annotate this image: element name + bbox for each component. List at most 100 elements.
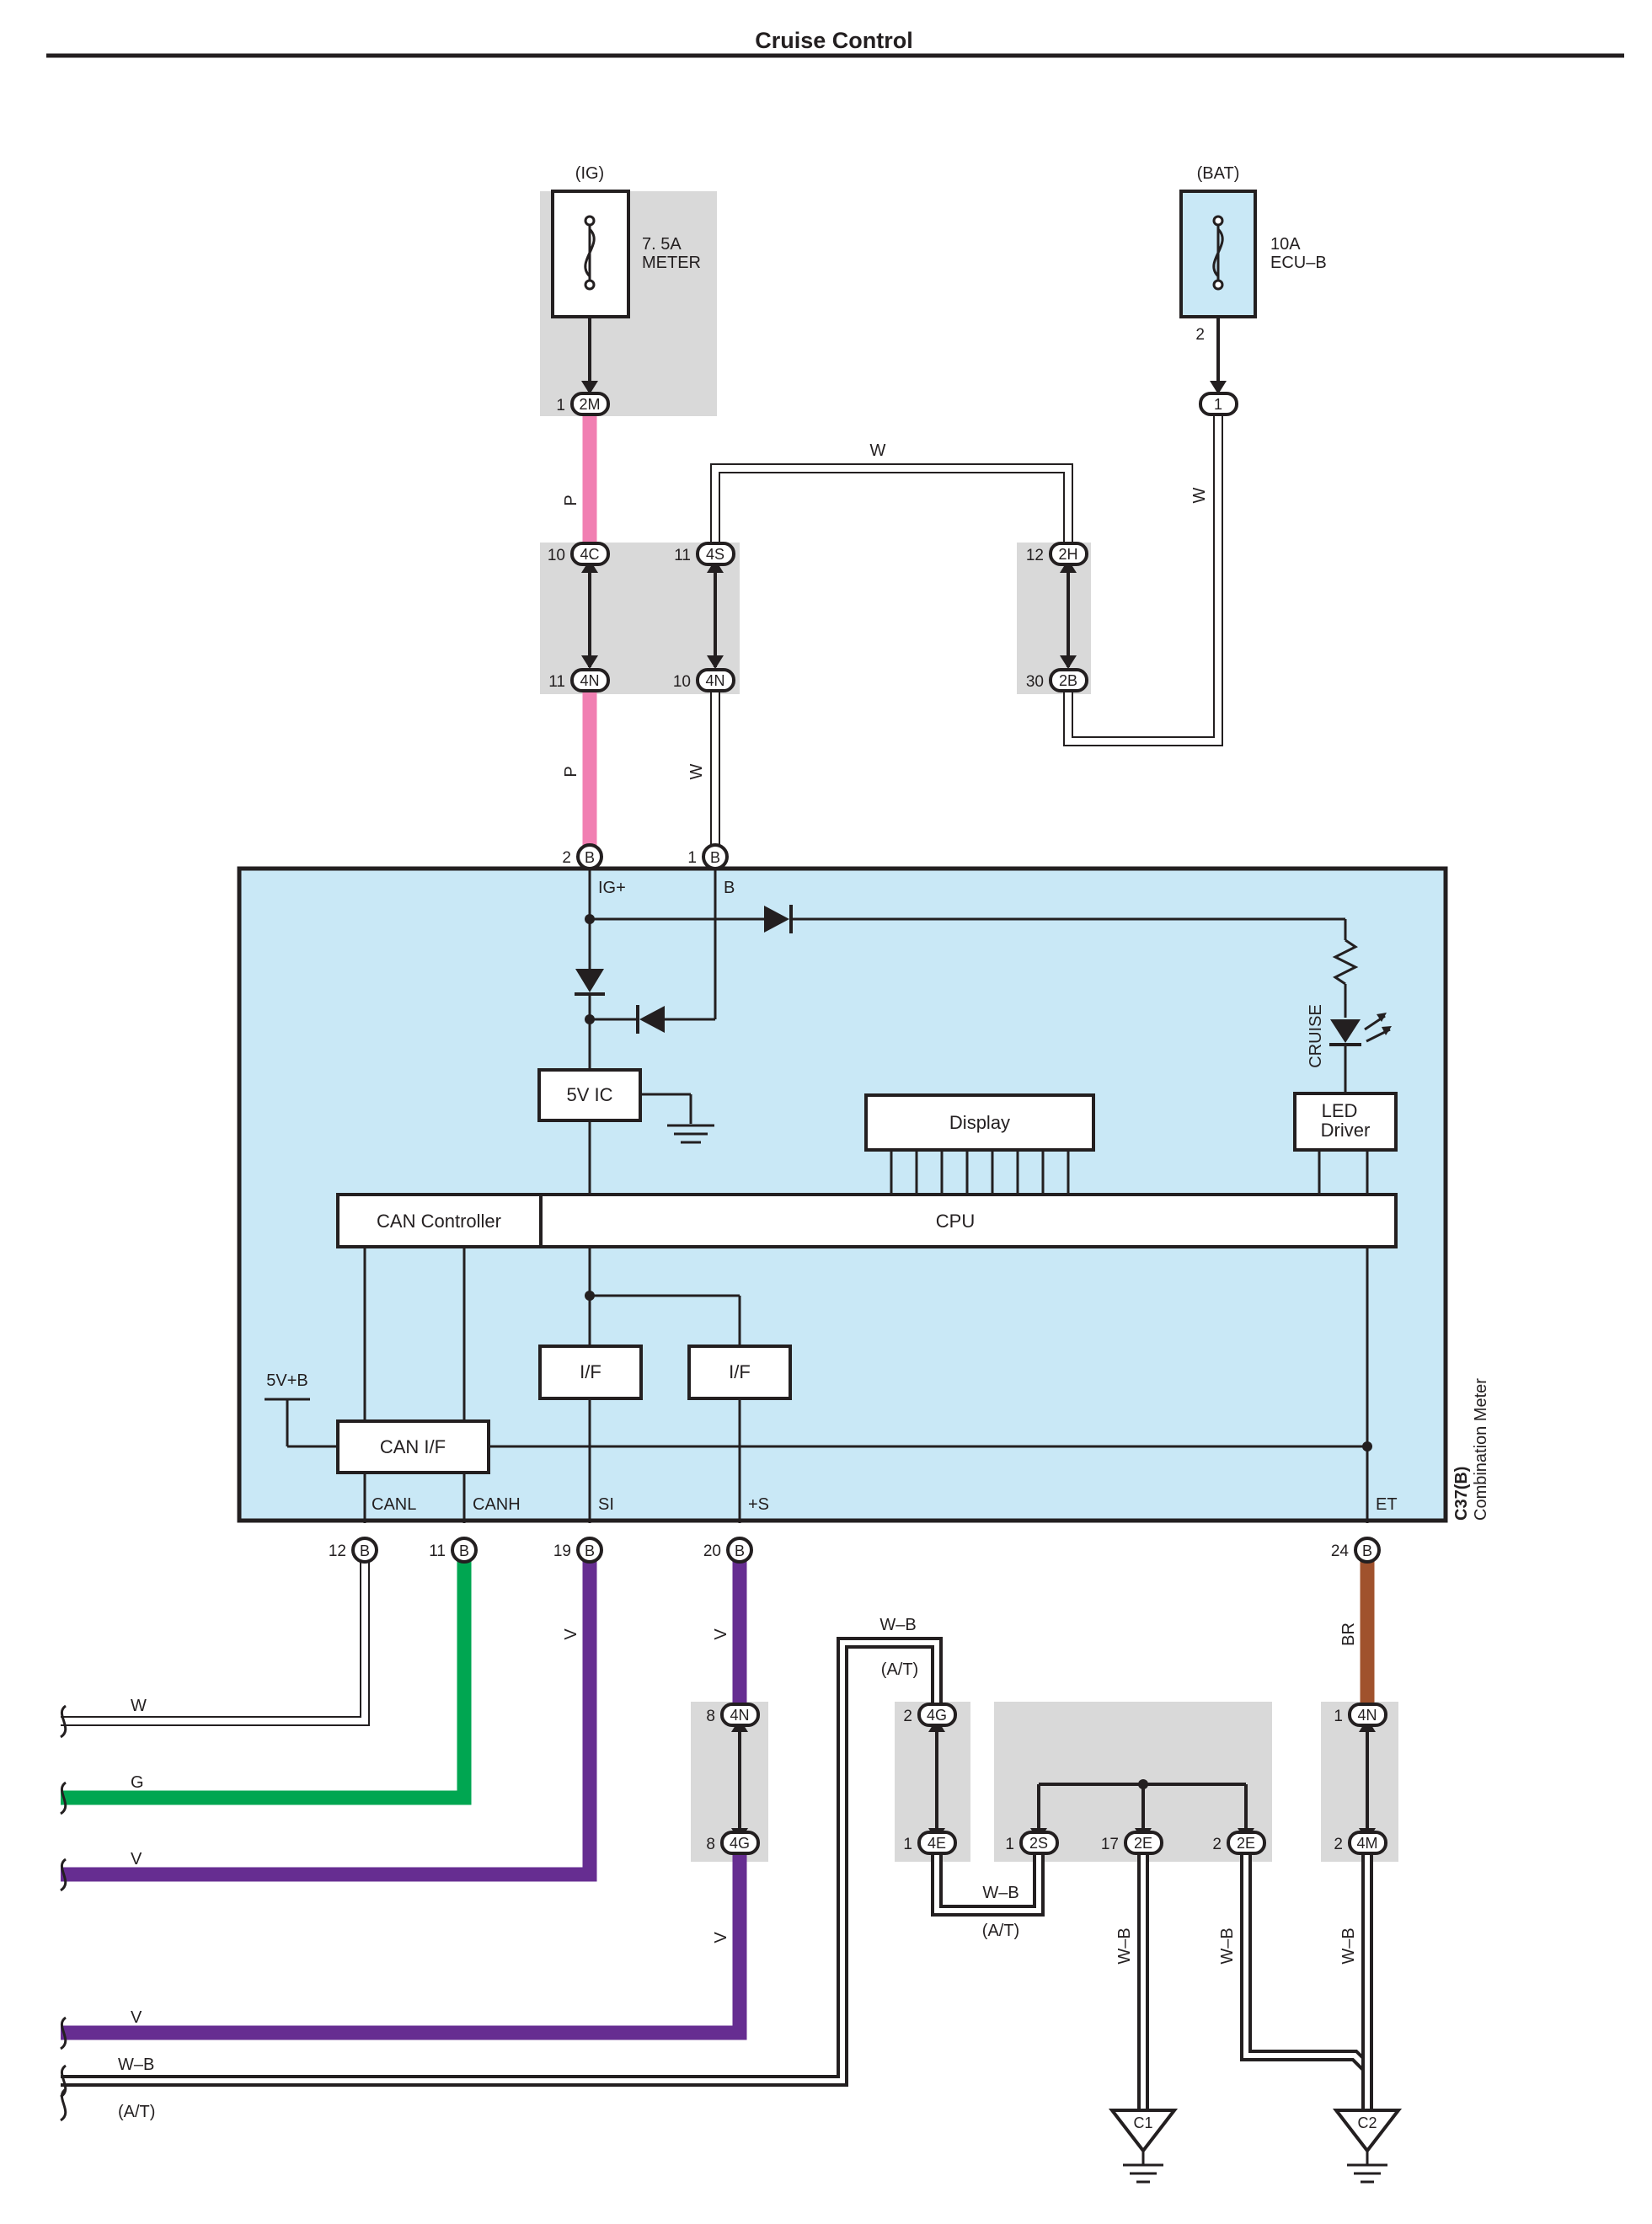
splice-dot bbox=[1138, 1779, 1148, 1789]
meter-pin-et: ET bbox=[1376, 1495, 1398, 1514]
connector-b-b: B bbox=[702, 843, 729, 870]
pin-4s: 11 bbox=[674, 547, 691, 564]
svg-text:4N: 4N bbox=[730, 1707, 749, 1724]
label-wire-w-meter: W bbox=[687, 763, 706, 779]
connector-4e: 4E bbox=[917, 1831, 957, 1855]
pin-2b: 30 bbox=[1026, 673, 1044, 691]
connector-4n-w: 4N bbox=[696, 668, 735, 692]
fuse-bat-pin: 2 bbox=[1195, 326, 1205, 344]
fuse-ig-rating: 7. 5A bbox=[642, 235, 682, 254]
pin-4n-br: 1 bbox=[1334, 1708, 1343, 1725]
svg-text:B: B bbox=[1362, 1542, 1372, 1559]
meter-internal-wiring bbox=[265, 868, 1369, 1523]
connector-2h: 2H bbox=[1049, 542, 1088, 566]
svg-text:B: B bbox=[360, 1542, 370, 1559]
connector-2m: 2M bbox=[570, 392, 610, 416]
svg-text:2M: 2M bbox=[579, 396, 600, 413]
meter-pin-canl: CANL bbox=[372, 1495, 416, 1514]
label-cruise: CRUISE bbox=[1307, 1004, 1325, 1068]
pin-4e: 1 bbox=[903, 1836, 912, 1853]
block-if-s: I/F bbox=[687, 1345, 792, 1400]
pin-4c: 10 bbox=[548, 547, 565, 564]
wire-v-s-lower bbox=[61, 1853, 747, 2040]
wire-w-canl bbox=[61, 1542, 370, 1726]
svg-text:2E: 2E bbox=[1237, 1835, 1255, 1852]
page-title: Cruise Control bbox=[755, 28, 913, 53]
pin-4n-w: 10 bbox=[673, 673, 691, 691]
label-wire-wb-top: W–B bbox=[879, 1616, 916, 1634]
svg-text:B: B bbox=[585, 849, 595, 866]
svg-text:C1: C1 bbox=[1133, 2114, 1152, 2131]
svg-text:2H: 2H bbox=[1058, 546, 1077, 563]
fuse-bat-rating: 10A bbox=[1270, 235, 1301, 254]
label-wire-w-top: W bbox=[870, 441, 886, 460]
svg-text:4G: 4G bbox=[927, 1707, 947, 1724]
pin-b-canh: 11 bbox=[429, 1542, 446, 1560]
label-wire-at-top: (A/T) bbox=[881, 1660, 918, 1679]
svg-text:2E: 2E bbox=[1134, 1835, 1152, 1852]
block-5v-ic: 5V IC bbox=[537, 1068, 642, 1122]
fuse-ig-header: (IG) bbox=[575, 164, 604, 183]
label-wire-wb-c2a: W–B bbox=[1218, 1927, 1237, 1964]
svg-text:C2: C2 bbox=[1357, 2114, 1377, 2131]
label-wire-at-mid: (A/T) bbox=[982, 1922, 1019, 1940]
block-cpu: CPU bbox=[539, 1193, 1398, 1248]
svg-text:4N: 4N bbox=[705, 672, 724, 689]
pin-4n-p: 11 bbox=[548, 673, 565, 691]
connector-b-canl: B bbox=[351, 1537, 378, 1564]
wire-v-si bbox=[61, 1542, 597, 1882]
fuse-meter bbox=[551, 190, 630, 318]
cruise-led bbox=[1329, 1013, 1392, 1046]
pin-2s: 1 bbox=[1005, 1836, 1014, 1853]
connector-2b: 2B bbox=[1049, 668, 1088, 692]
pin-2e-2: 2 bbox=[1212, 1836, 1222, 1853]
diode-b-left bbox=[636, 1005, 665, 1034]
fuse-bat-header: (BAT) bbox=[1197, 164, 1240, 183]
label-left-v2: V bbox=[131, 2008, 142, 2027]
svg-text:CPU: CPU bbox=[936, 1211, 975, 1232]
svg-text:4G: 4G bbox=[730, 1835, 750, 1852]
svg-text:4S: 4S bbox=[706, 546, 724, 563]
label-wire-br: BR bbox=[1339, 1623, 1358, 1646]
fuse-ig-name: METER bbox=[642, 254, 701, 272]
label-5v-b: 5V+B bbox=[266, 1371, 307, 1390]
diode-ig-to-led bbox=[764, 905, 793, 933]
connector-b-ig: B bbox=[576, 843, 603, 870]
svg-text:4C: 4C bbox=[580, 546, 599, 563]
connector-bat-1: 1 bbox=[1199, 392, 1238, 416]
connector-4m: 4M bbox=[1348, 1831, 1387, 1855]
svg-text:CAN I/F: CAN I/F bbox=[380, 1436, 446, 1457]
label-wire-wb-mid: W–B bbox=[982, 1884, 1018, 1902]
connector-4g-wb: 4G bbox=[917, 1703, 957, 1727]
pin-2e-17: 17 bbox=[1101, 1836, 1119, 1853]
wire-wb-at-long bbox=[61, 1637, 943, 2087]
wire-w-bat bbox=[1063, 414, 1223, 746]
wire-wb-at-mid bbox=[931, 1853, 1045, 1917]
pin-b-canl: 12 bbox=[329, 1542, 346, 1560]
svg-text:LED: LED bbox=[1322, 1100, 1358, 1121]
meter-pin-s: +S bbox=[748, 1495, 769, 1514]
connector-4c: 4C bbox=[570, 542, 610, 566]
connector-b-s: B bbox=[726, 1537, 753, 1564]
connector-b-et: B bbox=[1354, 1537, 1381, 1564]
fuse-ecu-b bbox=[1179, 190, 1257, 318]
svg-text:I/F: I/F bbox=[729, 1361, 751, 1382]
label-wire-v-s: V bbox=[712, 1628, 730, 1640]
wire-w-loop-top bbox=[710, 463, 1073, 544]
pin-b-ig: 2 bbox=[562, 849, 571, 867]
connector-4n-br: 4N bbox=[1348, 1703, 1387, 1727]
meter-pin-si: SI bbox=[598, 1495, 614, 1514]
pin-4n-v: 8 bbox=[706, 1708, 715, 1725]
label-left-wb: W–B bbox=[118, 2056, 154, 2074]
pin-b-et: 24 bbox=[1331, 1542, 1350, 1560]
connector-2s: 2S bbox=[1019, 1831, 1059, 1855]
label-wire-p-upper: P bbox=[562, 495, 580, 505]
label-wire-wb-c1: W–B bbox=[1115, 1927, 1134, 1964]
pin-b-si: 19 bbox=[553, 1542, 571, 1560]
svg-text:Display: Display bbox=[949, 1112, 1010, 1133]
block-if-si: I/F bbox=[538, 1345, 643, 1400]
meter-pin-canh: CANH bbox=[473, 1495, 521, 1514]
wire-wb-c2-from-2e bbox=[1240, 1853, 1373, 2110]
pin-2m: 1 bbox=[556, 397, 565, 414]
